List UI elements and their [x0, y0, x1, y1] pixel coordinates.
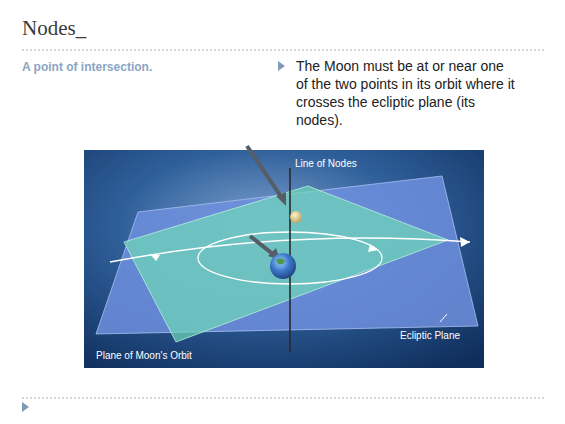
separator-line — [22, 398, 545, 399]
line-label: Line of Nodes — [295, 158, 357, 169]
bullet-triangle — [22, 402, 29, 412]
separator-line — [22, 50, 545, 51]
plane-label: Plane of Moon's Orbit — [96, 350, 192, 361]
plane-label: Ecliptic Plane — [400, 330, 460, 341]
subtitle: A point of intersection. — [22, 60, 152, 74]
bullet-text: The Moon must be at or near one of the t… — [296, 57, 518, 129]
bullet-triangle — [278, 61, 285, 71]
slide-title: Nodes_ — [22, 16, 86, 41]
nodes-illustration — [84, 146, 484, 368]
